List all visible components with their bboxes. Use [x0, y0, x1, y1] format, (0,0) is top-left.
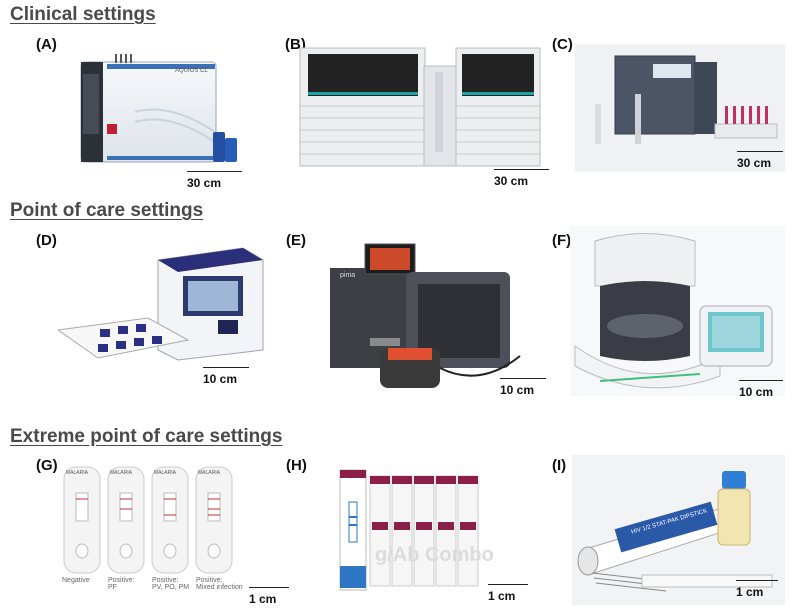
scalebar-a-label: 30 cm — [187, 176, 222, 190]
section-title-clinical: Clinical settings — [10, 4, 156, 25]
panel-label-c: (C) — [552, 36, 573, 53]
device-brand-text: AQUIOS CL — [175, 68, 208, 74]
panel-label-e: (E) — [286, 232, 306, 249]
panel-b-image — [298, 44, 543, 169]
panel-e-image: pima — [310, 238, 550, 395]
cassette-brand-1: MALARIA — [66, 470, 88, 476]
scalebar-b: 30 cm — [494, 169, 549, 188]
panel-d-image — [58, 240, 268, 390]
hiv-dipstick-kit-illustration — [572, 455, 785, 605]
scalebar-f: 10 cm — [739, 380, 783, 399]
scalebar-h-label: 1 cm — [488, 589, 516, 603]
scalebar-b-label: 30 cm — [494, 174, 529, 188]
scalebar-c-label: 30 cm — [737, 156, 772, 170]
panel-label-f: (F) — [552, 232, 572, 249]
scalebar-c: 30 cm — [737, 151, 783, 170]
panel-h-image: g/Ab Combo — [330, 462, 510, 597]
panel-g-image: MALARIA MALARIA MALARIA MALARIA Negative… — [62, 465, 247, 595]
scalebar-i-label: 1 cm — [736, 585, 764, 599]
cassette-brand-2: MALARIA — [110, 470, 132, 476]
section-title-point-of-care: Point of care settings — [10, 200, 204, 221]
panel-label-a: (A) — [36, 36, 57, 53]
scalebar-d-label: 10 cm — [203, 372, 238, 386]
cassette-caption-1: Negative — [62, 577, 90, 584]
scalebar-e: 10 cm — [500, 378, 546, 397]
panel-i-image: HIV 1/2 STAT-PAK DIPSTICK — [572, 455, 785, 605]
molecular-analyzer-illustration — [570, 226, 785, 396]
cassette-brand-3: MALARIA — [154, 470, 176, 476]
panel-label-i: (I) — [552, 457, 567, 474]
pima-analyzer-illustration — [310, 238, 550, 395]
cassette-brand-4: MALARIA — [198, 470, 220, 476]
panel-a-image: AQUIOS CL — [75, 52, 240, 170]
scalebar-h: 1 cm — [488, 584, 528, 603]
panel-label-d: (D) — [36, 232, 57, 249]
scalebar-g: 1 cm — [249, 587, 289, 606]
section-title-extreme-point-of-care: Extreme point of care settings — [10, 426, 283, 447]
panel-f-image — [570, 226, 785, 396]
hematology-analyzer-illustration — [575, 44, 785, 172]
scalebar-e-label: 10 cm — [500, 383, 535, 397]
cassette-caption-2: Positive: PF — [108, 577, 135, 591]
scalebar-f-label: 10 cm — [739, 385, 774, 399]
cassette-caption-3: Positive: PV, PO, PM — [152, 577, 190, 591]
malaria-test-cassettes — [63, 466, 233, 574]
panel-label-g: (G) — [36, 457, 58, 474]
hiv-combo-test-strips — [339, 469, 479, 591]
scalebar-i: 1 cm — [736, 580, 778, 599]
panel-label-h: (H) — [286, 457, 307, 474]
analyzer-device-illustration — [299, 47, 541, 167]
scalebar-g-label: 1 cm — [249, 592, 277, 606]
cytometer-device-illustration — [80, 54, 237, 163]
scalebar-d: 10 cm — [203, 367, 249, 386]
device-brand-text: pima — [340, 272, 356, 279]
scalebar-a: 30 cm — [187, 171, 242, 190]
panel-c-image — [575, 44, 785, 172]
cd4-analyzer-illustration — [58, 247, 264, 361]
product-watermark-text: g/Ab Combo — [375, 544, 494, 566]
cassette-caption-4: Positive: Mixed infection — [196, 577, 243, 591]
